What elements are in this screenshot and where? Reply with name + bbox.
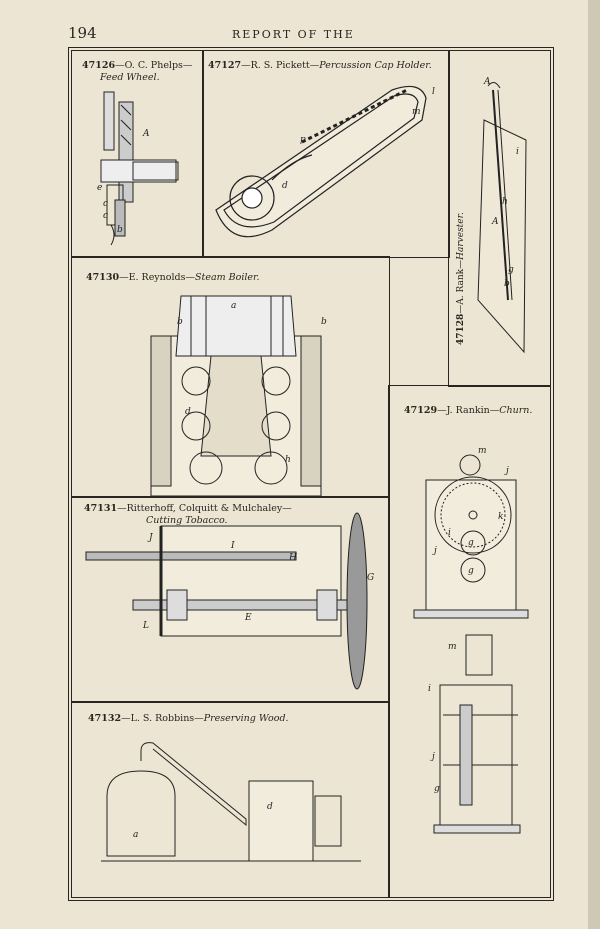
- fig-title: Steam Boiler.: [195, 272, 260, 283]
- letter-b-2: b: [321, 317, 327, 327]
- panel-47130: [71, 256, 390, 498]
- panel-47127: [202, 50, 450, 258]
- caption-47130: 47130—E. Reynolds—Steam Boiler.: [86, 272, 260, 284]
- letter-L: L: [142, 621, 149, 631]
- letter-g-3: g: [434, 784, 440, 794]
- letter-E: E: [244, 613, 252, 623]
- harvester-drawing: A A h b g i: [477, 77, 527, 354]
- letter-e: e: [97, 183, 102, 193]
- letter-a: a: [231, 301, 236, 311]
- letter-b: b: [177, 317, 183, 327]
- letter-J: J: [147, 533, 154, 543]
- steam-boiler-drawing: a b b d h: [150, 295, 327, 497]
- letter-g-2: g: [468, 566, 474, 576]
- fig-number: 47130: [86, 272, 120, 283]
- caption-47132: 47132—L. S. Robbins—Preserving Wood.: [88, 713, 289, 725]
- fig-credit: —R. S. Pickett—: [241, 60, 320, 71]
- caption-47129: 47129—J. Rankin—Churn.: [404, 405, 532, 417]
- cap-holder-drawing: l m p d: [215, 85, 435, 238]
- panel-47126: [71, 50, 204, 258]
- letter-i-2: i: [428, 684, 431, 694]
- letter-k: k: [498, 512, 503, 522]
- caption-47127: 47127—R. S. Pickett—Percussion Cap Holde…: [208, 60, 432, 72]
- fig-number: 47129: [404, 405, 438, 416]
- letter-h: h: [502, 197, 508, 207]
- fig-title: Preserving Wood.: [203, 713, 289, 724]
- fig-title: Churn.: [499, 405, 533, 416]
- letter-A-2: A: [491, 217, 499, 227]
- letter-d: d: [282, 181, 288, 191]
- letter-g: g: [468, 538, 474, 548]
- fig-title: Feed Wheel.: [100, 72, 160, 83]
- letter-m: m: [478, 446, 487, 456]
- letter-G: G: [367, 573, 374, 583]
- letter-b: b: [504, 279, 510, 289]
- fig-credit: —E. Reynolds—: [119, 272, 196, 283]
- letter-j: j: [504, 466, 509, 476]
- fig-credit: —L. S. Robbins—: [121, 713, 204, 724]
- letter-A: A: [483, 77, 491, 87]
- letter-l: l: [432, 87, 435, 97]
- letter-a: a: [133, 830, 138, 840]
- letter-m: m: [412, 107, 421, 117]
- letter-p: p: [300, 135, 306, 145]
- churn-drawing: m j k i g g j m i g j: [413, 446, 529, 834]
- running-title: REPORT OF THE: [232, 28, 355, 41]
- letter-g: g: [508, 265, 514, 275]
- letter-d: d: [185, 407, 191, 417]
- panel-47132: [71, 701, 390, 898]
- letter-i: i: [448, 528, 451, 538]
- letter-c-2: c: [103, 211, 108, 221]
- letter-b: b: [117, 225, 123, 235]
- plate-outer-border: [68, 47, 554, 901]
- panel-47128: [448, 50, 551, 387]
- letter-H: H: [288, 553, 297, 563]
- letter-j-2: j: [432, 546, 437, 556]
- caption-47126: 47126—O. C. Phelps— Feed Wheel.: [82, 60, 192, 84]
- caption-47131: 47131—Ritterhoff, Colquitt & Mulchaley— …: [84, 503, 292, 527]
- letter-c: c: [103, 199, 108, 209]
- letter-h: h: [285, 455, 291, 465]
- letter-i: i: [516, 147, 519, 157]
- panel-47129: [388, 385, 551, 898]
- fig-number: 47132: [88, 713, 122, 724]
- fig-number: 47131: [84, 503, 118, 514]
- letter-d: d: [267, 802, 273, 812]
- feed-wheel-drawing: A e c c b: [97, 91, 179, 246]
- wood-preserving-drawing: a d: [101, 742, 361, 862]
- fig-credit: —O. C. Phelps—: [115, 60, 193, 71]
- fig-number: 47126: [82, 60, 116, 71]
- fig-title: Percussion Cap Holder.: [319, 60, 432, 71]
- fig-title: Cutting Tobacco.: [146, 515, 228, 526]
- letter-I: I: [230, 541, 235, 551]
- tobacco-cutter-drawing: J I H G E L: [85, 512, 374, 690]
- fig-credit: —J. Rankin—: [437, 405, 500, 416]
- page-gutter: [588, 0, 600, 929]
- letter-m-2: m: [448, 642, 457, 652]
- letter-A: A: [142, 129, 150, 139]
- page-number: 194: [68, 24, 97, 42]
- fig-credit: —Ritterhoff, Colquitt & Mulchaley—: [117, 503, 292, 514]
- panel-47131: [71, 496, 390, 703]
- fig-number: 47127: [208, 60, 242, 71]
- letter-j-3: j: [430, 752, 435, 762]
